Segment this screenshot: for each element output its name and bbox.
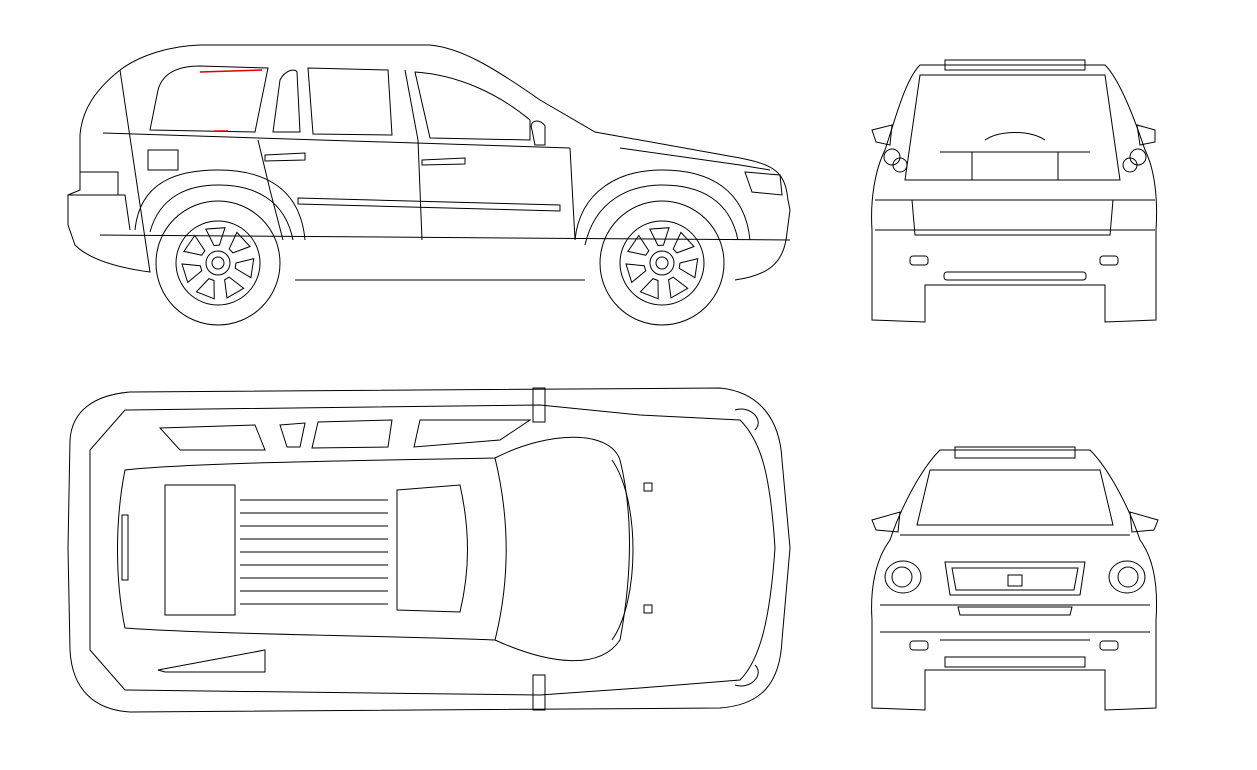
rear-view: [871, 59, 1158, 323]
wheel-spoke: [205, 227, 226, 247]
top-body-outline: [67, 387, 791, 713]
rear-body-outline: [871, 64, 1158, 323]
front-view: [871, 446, 1159, 711]
wheel-spoke: [627, 234, 650, 256]
front-body-outline: [871, 449, 1158, 711]
side-windows: [102, 65, 571, 149]
front-wheel: [599, 200, 725, 326]
side-view: [67, 44, 791, 326]
wheel-spoke: [625, 263, 647, 284]
wheel-spoke: [195, 278, 215, 300]
wheel-spoke: [234, 258, 255, 279]
wheel-spoke: [668, 276, 689, 299]
wheel-spoke: [224, 276, 245, 299]
side-body-outline: [67, 44, 791, 281]
grille: [944, 561, 1086, 596]
wheel-spoke: [639, 278, 659, 300]
wheel-spoke: [649, 227, 670, 247]
front-wheel-arch: [574, 169, 751, 246]
wheel-spoke: [678, 258, 699, 279]
side-highlight: [199, 69, 263, 132]
rear-wheel-arch: [134, 169, 306, 241]
wheel-spoke: [181, 263, 203, 284]
rear-wheel: [155, 200, 281, 326]
wheel-spoke: [183, 234, 206, 256]
top-view: [67, 387, 791, 713]
wheel-spoke: [228, 231, 251, 254]
wheel-spoke: [672, 231, 695, 254]
